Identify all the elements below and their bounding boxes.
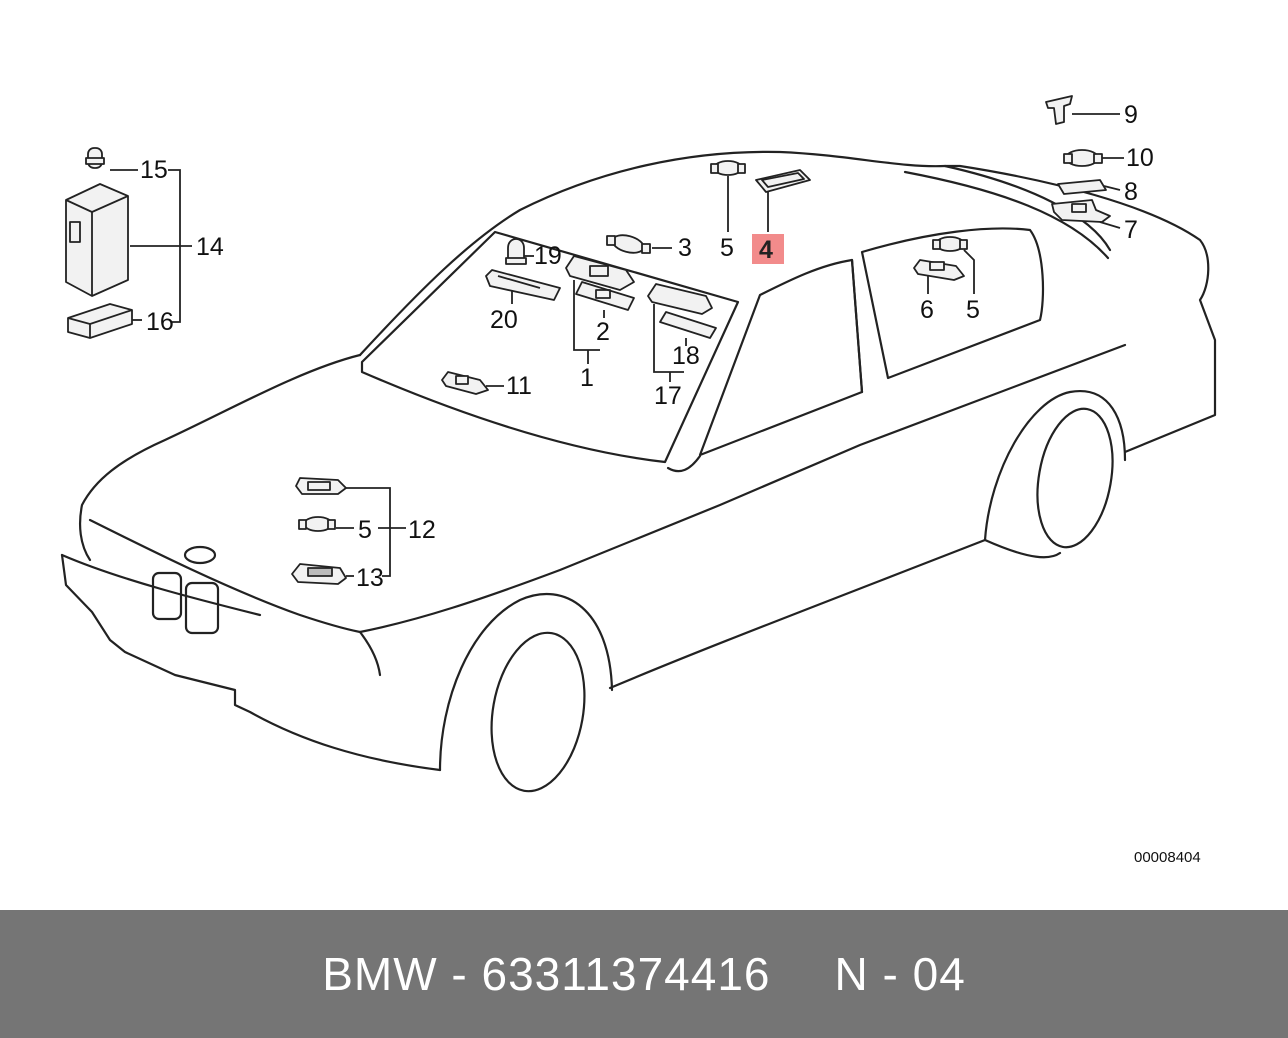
lens-18-icon xyxy=(659,311,717,339)
label-15: 15 xyxy=(140,156,168,184)
car-interior-lights-drawing: 15 14 16 9 10 8 7 5 4 3 19 20 2 1 18 17 … xyxy=(60,95,1217,866)
lamp-7-icon xyxy=(1051,199,1111,223)
control-module-14-icon xyxy=(65,183,129,297)
parts-diagram: 15 14 16 9 10 8 7 5 4 3 19 20 2 1 18 17 … xyxy=(60,95,1217,866)
label-17: 17 xyxy=(654,382,682,410)
lamp-11-icon xyxy=(441,371,489,395)
lamp-4-icon xyxy=(755,169,811,193)
parts xyxy=(65,95,1111,585)
lens-2-icon xyxy=(575,281,635,311)
bulb-3-icon xyxy=(606,234,651,254)
bulb-5-rear-icon xyxy=(932,236,968,252)
label-2: 2 xyxy=(596,318,610,346)
bulb-19-icon xyxy=(505,238,527,265)
block-16-icon xyxy=(67,303,133,339)
bulb-15-icon xyxy=(85,147,105,169)
bulb-5-trunk-icon xyxy=(298,516,336,532)
callout-labels: 15 14 16 9 10 8 7 5 4 3 19 20 2 1 18 17 … xyxy=(140,101,1154,592)
label-20: 20 xyxy=(490,306,518,334)
bulb-5-roof-icon xyxy=(710,160,746,176)
label-3: 3 xyxy=(678,234,692,262)
label-9: 9 xyxy=(1124,101,1138,129)
label-10: 10 xyxy=(1126,144,1154,172)
label-7: 7 xyxy=(1124,216,1138,244)
label-8: 8 xyxy=(1124,178,1138,206)
label-14: 14 xyxy=(196,233,224,261)
part-number: 63311374416 xyxy=(481,948,771,1000)
label-4: 4 xyxy=(759,236,773,264)
label-13: 13 xyxy=(356,564,384,592)
diagram-reference-number: 00008404 xyxy=(1134,849,1201,866)
position-code: N - 04 xyxy=(834,948,966,1000)
label-11: 11 xyxy=(506,372,532,400)
label-18: 18 xyxy=(672,342,700,370)
label-6: 6 xyxy=(920,296,934,324)
separator: - xyxy=(451,948,468,1000)
light-20-icon xyxy=(485,269,561,301)
car-outline xyxy=(60,150,1217,793)
leader-lines xyxy=(110,113,1124,577)
lens-13-icon xyxy=(291,563,347,585)
lamp-12-icon xyxy=(295,477,347,495)
label-5-rear: 5 xyxy=(966,296,980,324)
part-info-bar: BMW - 63311374416 N - 04 xyxy=(0,910,1288,1038)
brand-name: BMW xyxy=(322,948,438,1000)
bulb-10-icon xyxy=(1063,149,1103,167)
lens-8-icon xyxy=(1057,179,1107,195)
lamp-1-icon xyxy=(565,255,635,291)
lamp-17-icon xyxy=(647,283,713,315)
label-5-trunk: 5 xyxy=(358,516,372,544)
clip-9-icon xyxy=(1045,95,1073,125)
label-1: 1 xyxy=(580,364,594,392)
label-16: 16 xyxy=(146,308,174,336)
label-19: 19 xyxy=(534,242,562,270)
label-5-roof: 5 xyxy=(720,234,734,262)
highlight-box xyxy=(752,234,784,264)
lamp-6-icon xyxy=(913,259,965,281)
label-12: 12 xyxy=(408,516,436,544)
